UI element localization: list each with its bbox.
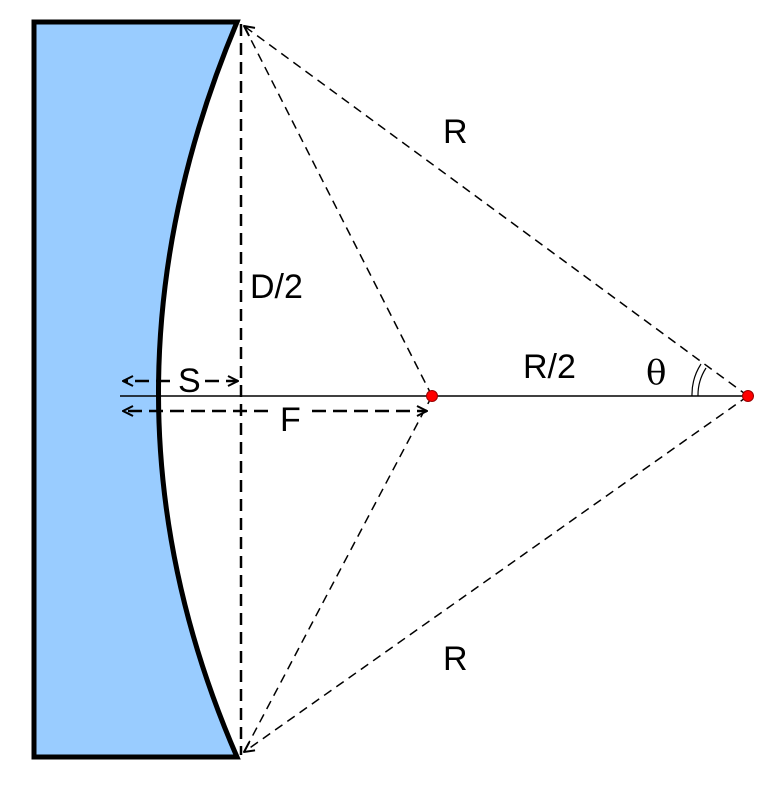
focal-line-bottom: [243, 395, 433, 753]
label-focal-length: F: [280, 401, 301, 439]
radius-line-top: [244, 26, 749, 397]
angle-arc-inner: [691, 363, 702, 397]
label-half-diameter: D/2: [250, 268, 303, 306]
label-sag: S: [178, 362, 201, 400]
focal-line-top: [243, 25, 433, 397]
label-angle-theta: θ: [646, 353, 666, 393]
focal-point: [426, 390, 438, 402]
label-radius-bottom: R: [443, 640, 468, 678]
angle-arc-outer: [697, 367, 707, 397]
center-of-curvature: [742, 390, 754, 402]
radius-line-bottom: [244, 395, 749, 752]
mirror-body: [31, 19, 241, 760]
label-half-radius: R/2: [523, 348, 576, 386]
label-radius-top: R: [443, 113, 468, 151]
